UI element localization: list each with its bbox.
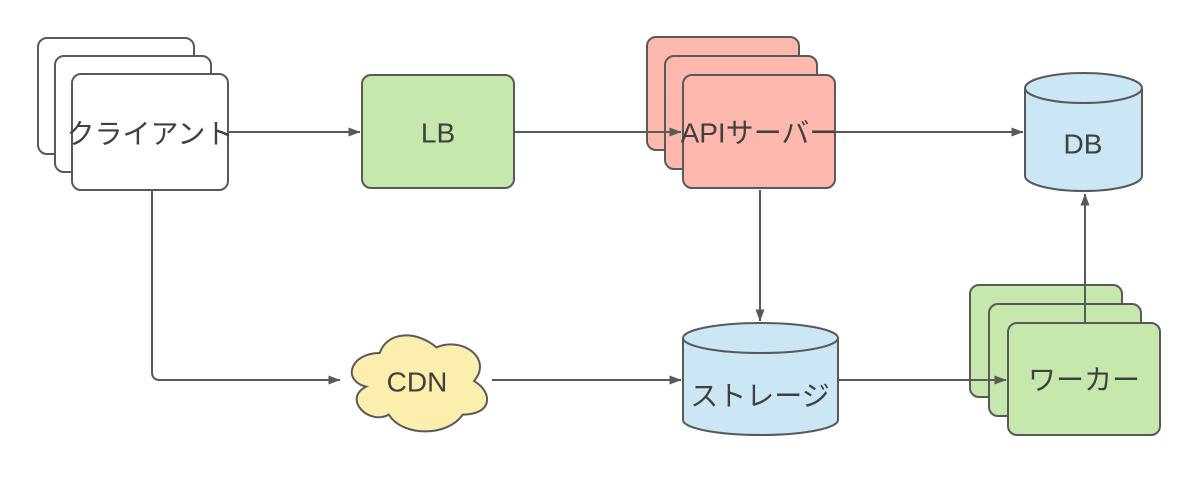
- node-client: クライアント: [37, 37, 234, 191]
- api-server-label: APIサーバー: [681, 118, 838, 149]
- client-label: クライアント: [67, 119, 234, 150]
- node-api-server: APIサーバー: [646, 36, 838, 189]
- cdn-cloud: [350, 334, 489, 433]
- storage-cylinder-rim: [682, 337, 839, 354]
- worker-label: ワーカー: [1028, 365, 1140, 396]
- db-cylinder-rim: [1024, 87, 1143, 104]
- edges: [151, 127, 1090, 385]
- node-storage: ストレージ: [682, 322, 839, 436]
- node-lb: LB: [361, 74, 515, 189]
- worker-stack-front: [1007, 322, 1161, 436]
- node-cdn: CDN: [350, 334, 489, 433]
- lb-label: LB: [421, 118, 455, 149]
- db-cylinder: [1024, 72, 1143, 192]
- storage-cylinder: [682, 322, 839, 436]
- cdn-label: CDN: [387, 367, 448, 398]
- edge-client-cdn: [151, 190, 341, 385]
- db-label: DB: [1064, 129, 1103, 160]
- node-worker: ワーカー: [969, 284, 1161, 436]
- storage-label: ストレージ: [690, 381, 829, 412]
- node-db: DB: [1024, 72, 1143, 192]
